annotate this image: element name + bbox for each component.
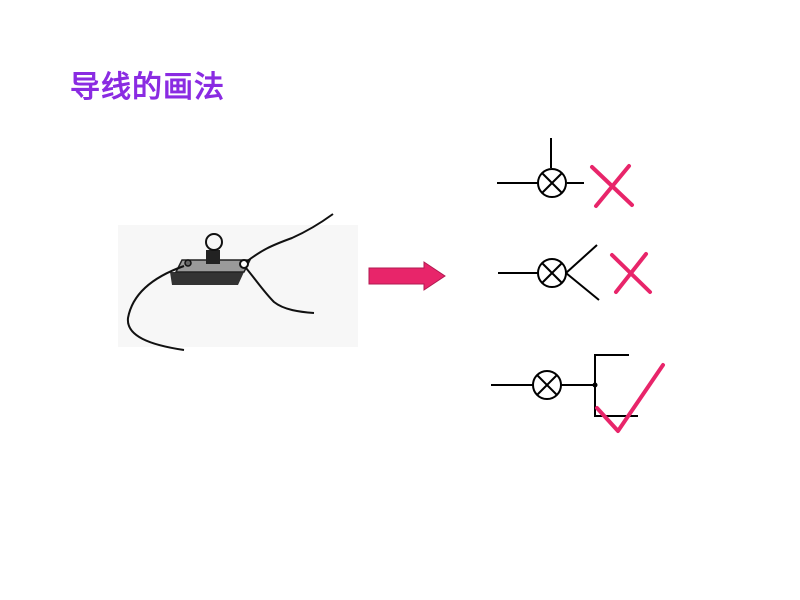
wire-left	[126, 265, 185, 351]
example-3-correct-drawing	[491, 354, 665, 433]
check-mark-icon	[595, 363, 665, 433]
example-1-wrong-drawing	[497, 138, 634, 208]
example-2-wrong-drawing	[498, 244, 652, 301]
terminal-left	[184, 259, 192, 267]
lamp-symbol-icon	[537, 168, 567, 198]
wire-segment	[565, 272, 600, 301]
branch-wire	[594, 354, 638, 417]
lamp-symbol-icon	[532, 370, 562, 400]
bulb-glass	[205, 233, 223, 251]
page-title: 导线的画法	[70, 70, 225, 105]
bulb-socket-base	[170, 250, 252, 285]
junction-dot	[592, 382, 598, 388]
bulb-photo	[118, 213, 358, 351]
lamp-symbol-icon	[537, 258, 567, 288]
photo-background	[118, 225, 358, 347]
cross-mark-icon	[610, 252, 652, 294]
wire-right-upper	[245, 213, 334, 263]
wire-segment	[565, 244, 598, 274]
right-arrow-icon	[368, 261, 446, 291]
cross-mark-icon	[590, 164, 634, 208]
wire-right-lower	[245, 267, 315, 314]
